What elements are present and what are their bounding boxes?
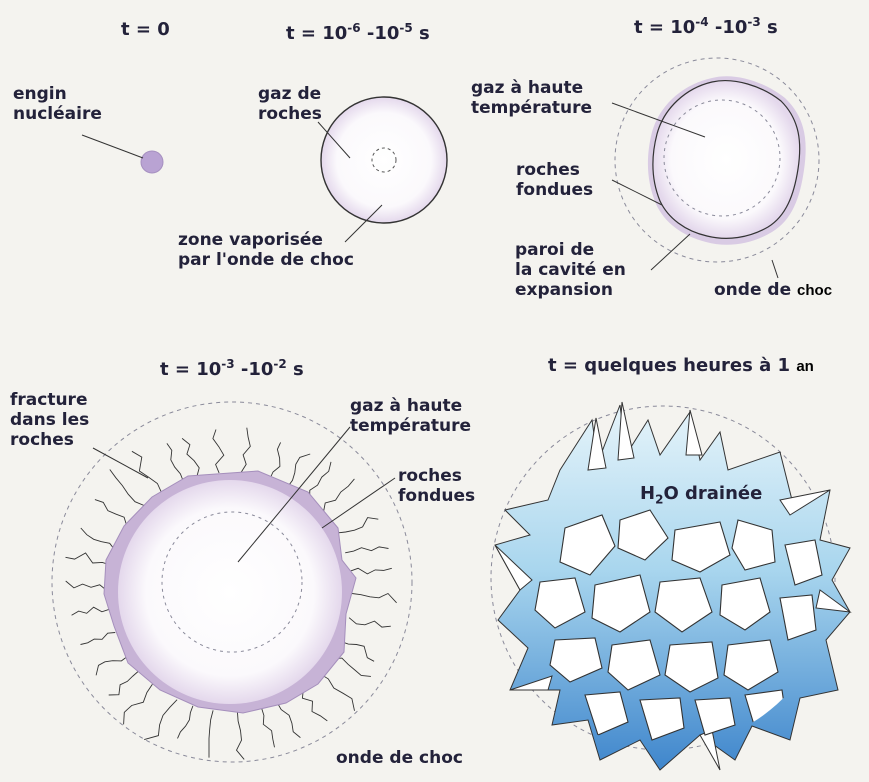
fracture-crack xyxy=(261,708,274,748)
rock-gas-sphere xyxy=(321,97,447,223)
water-drained-label: H2O drainée xyxy=(640,484,762,510)
fracture-crack xyxy=(167,443,184,481)
fracture-crack xyxy=(66,581,108,592)
hot-gas-label-small: gaz à haute température xyxy=(471,78,592,118)
fracture-crack xyxy=(237,711,245,759)
fracture-crack xyxy=(96,657,127,676)
fracture-crack xyxy=(349,618,391,627)
device-label: engin nucléaire xyxy=(13,84,102,124)
fracture-crack xyxy=(213,430,224,473)
fracture-crack xyxy=(66,553,112,565)
vaporized-zone-label: zone vaporisée par l'onde de choc xyxy=(178,230,354,270)
hot-gas-label-large: gaz à haute température xyxy=(350,396,471,436)
panel4-time-label: t = 10-3 -10-2 s xyxy=(160,354,304,380)
fracture-leader xyxy=(93,448,148,478)
fracture-crack xyxy=(241,428,251,473)
panel1-artwork xyxy=(82,135,163,173)
shock-wave-label-small: onde de choc xyxy=(714,280,832,301)
fracture-crack xyxy=(110,470,146,507)
fracture-crack xyxy=(310,462,331,502)
fracture-crack xyxy=(352,594,397,603)
cavity-small xyxy=(653,81,800,239)
fracture-crack xyxy=(288,454,310,487)
cavity-large xyxy=(118,480,342,704)
panel5-artwork xyxy=(491,402,850,770)
molten-leader-large xyxy=(322,478,395,528)
fracture-crack xyxy=(178,706,193,739)
panel2-time-label: t = 10-6 -10-5 s xyxy=(286,18,430,44)
fracture-crack xyxy=(336,518,378,534)
device-leader-line xyxy=(82,135,143,158)
fracture-crack xyxy=(302,687,327,721)
fracture-crack xyxy=(270,442,281,479)
molten-rocks-label-small: roches fondues xyxy=(516,160,593,200)
fracture-crack xyxy=(81,633,116,645)
fracture-crack xyxy=(209,710,213,757)
nuclear-device-dot xyxy=(141,151,163,173)
shock-leader-small xyxy=(772,260,778,278)
shock-wave-label-large: onde de choc xyxy=(336,748,463,768)
fracture-crack xyxy=(345,547,388,553)
fracture-crack xyxy=(81,528,116,551)
cavity-wall-label: paroi de la cavité en expansion xyxy=(515,240,626,300)
fracture-crack xyxy=(277,702,300,737)
panel4-artwork xyxy=(52,402,412,762)
fracture-crack xyxy=(350,568,392,574)
fracture-crack xyxy=(95,500,127,528)
fracture-crack xyxy=(341,642,374,662)
fracture-label: fracture dans les roches xyxy=(10,390,89,450)
fracture-crack xyxy=(144,700,177,740)
molten-rocks-label-large: roches fondues xyxy=(398,466,475,506)
panel3-time-label: t = 10-4 -10-3 s xyxy=(634,12,778,38)
wall-leader-small xyxy=(651,234,690,270)
fracture-crack xyxy=(72,607,110,615)
panel5-time-label: t = quelques heures à 1 an xyxy=(548,356,814,377)
panel2-artwork xyxy=(318,97,447,242)
rock-gas-label: gaz de roches xyxy=(258,84,322,124)
panel3-artwork xyxy=(612,58,819,278)
fracture-crack xyxy=(124,684,153,724)
fracture-crack xyxy=(109,671,139,695)
panel1-time-label: t = 0 xyxy=(121,20,170,40)
fracture-crack xyxy=(182,438,199,477)
fracture-crack xyxy=(319,673,354,710)
